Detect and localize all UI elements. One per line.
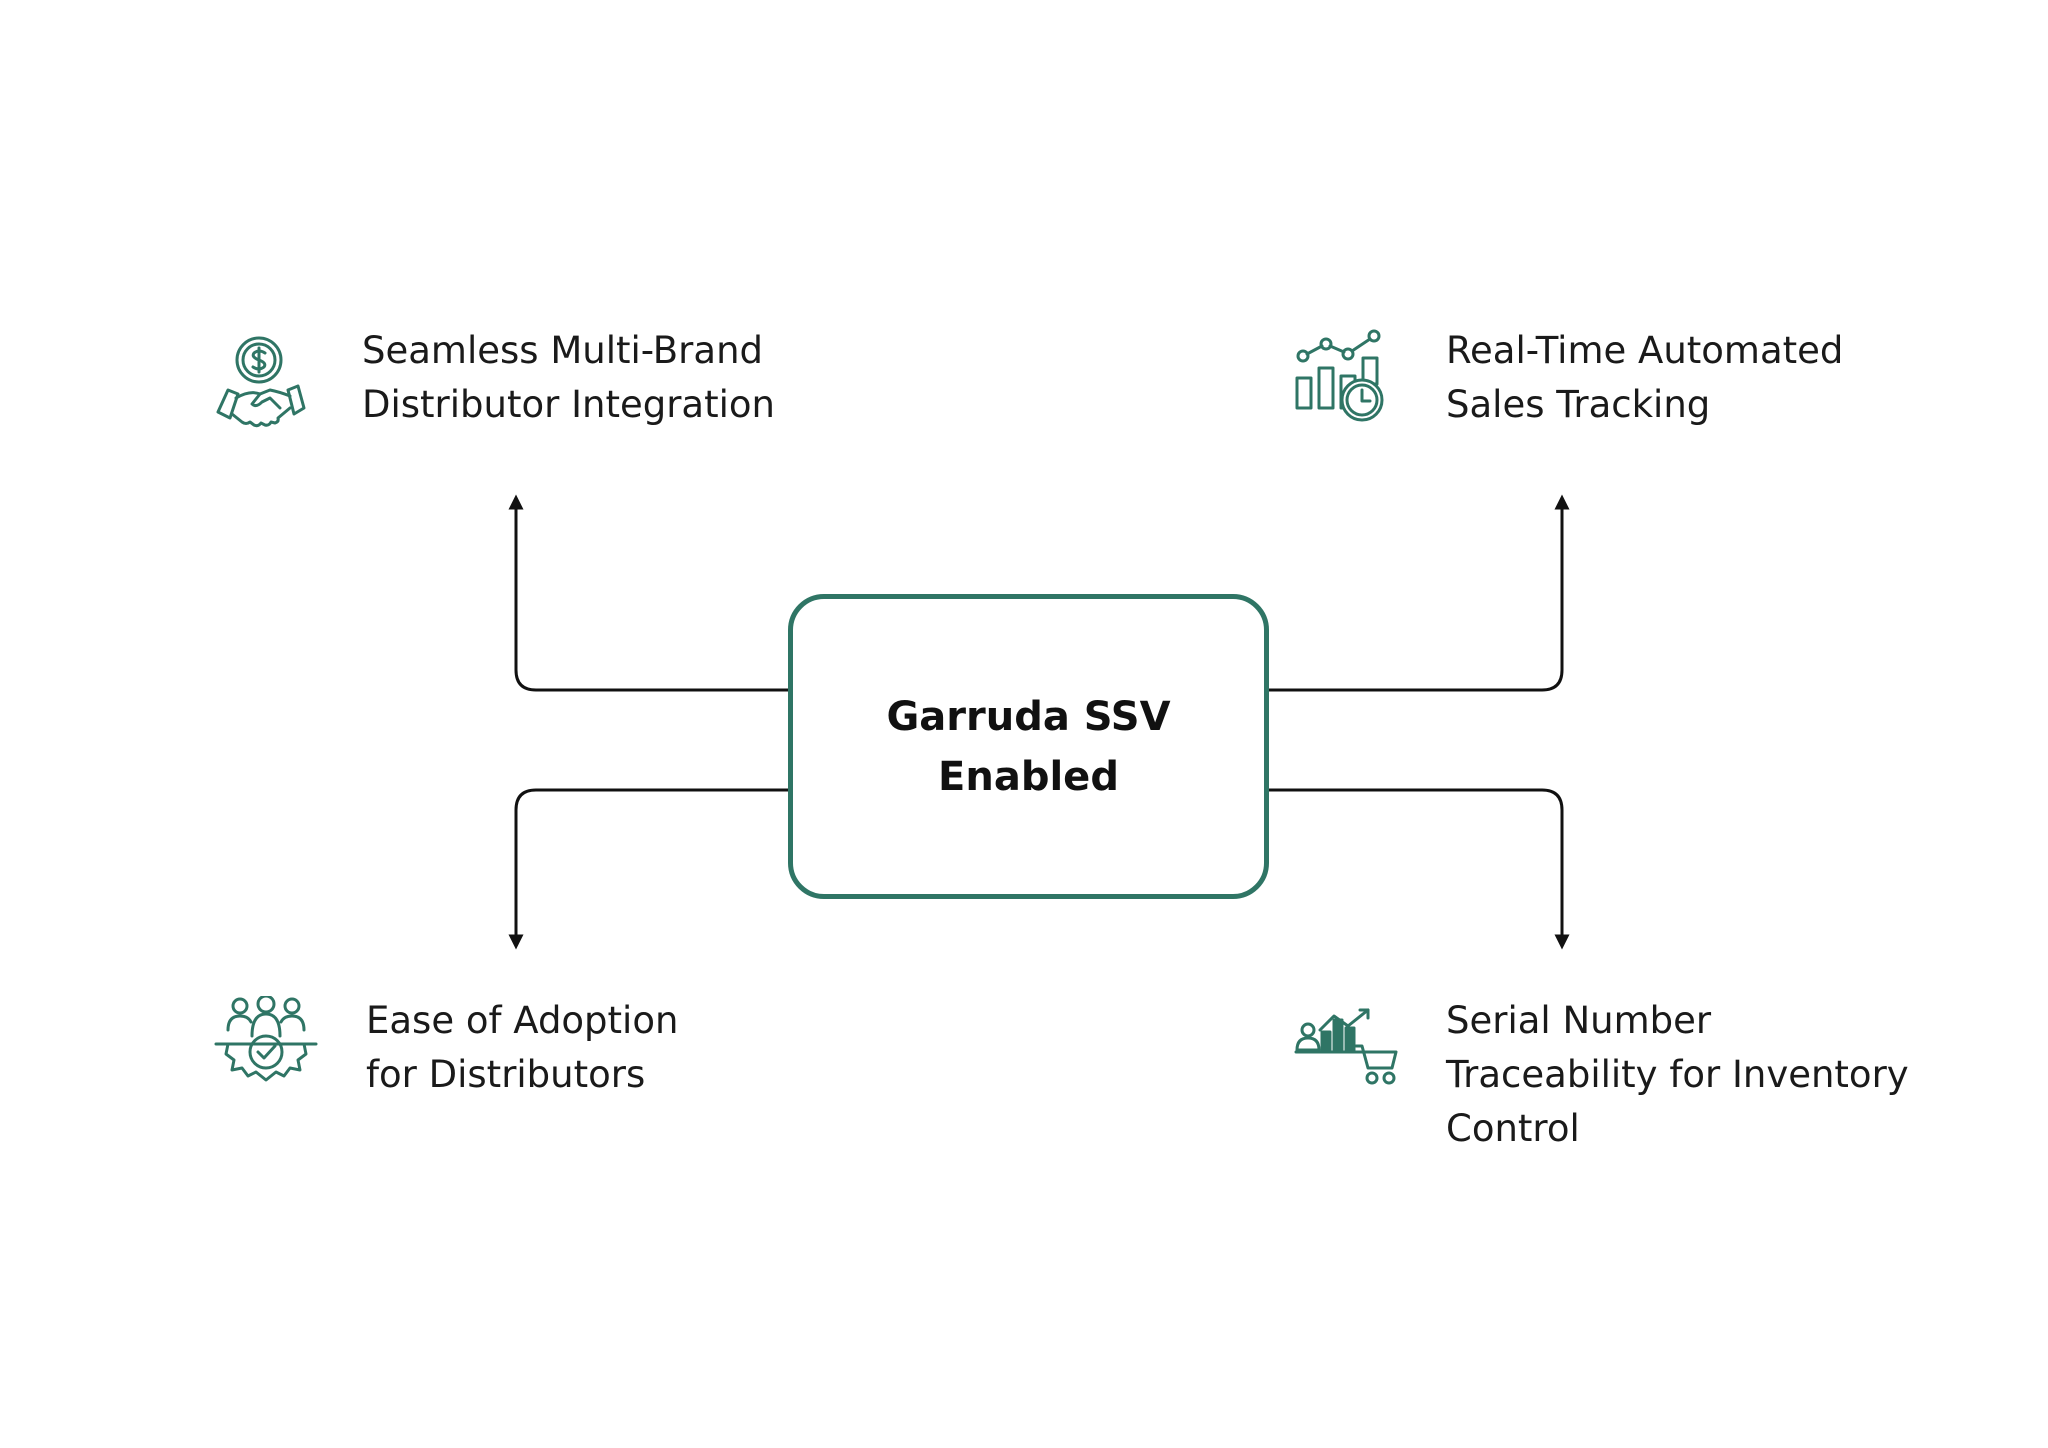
node-label-top-left: Seamless Multi-Brand Distributor Integra… (362, 329, 775, 426)
connector-top-left (508, 494, 788, 692)
chart-clock-icon (1294, 328, 1390, 433)
handshake-dollar-icon (214, 334, 310, 435)
center-node: Garruda SSV Enabled (788, 594, 1269, 899)
center-title: Garruda SSV Enabled (886, 693, 1171, 800)
team-gear-check-icon (214, 994, 318, 1093)
connector-bottom-right (1269, 788, 1570, 950)
node-label-bottom-right: Serial Number Traceability for Inventory… (1446, 999, 1909, 1150)
node-label-bottom-left: Ease of Adoption for Distributors (366, 999, 679, 1096)
inventory-cart-chart-icon (1294, 1008, 1398, 1093)
node-label-top-right: Real-Time Automated Sales Tracking (1446, 329, 1844, 426)
connector-bottom-left (508, 788, 788, 950)
connector-top-right (1269, 494, 1570, 692)
